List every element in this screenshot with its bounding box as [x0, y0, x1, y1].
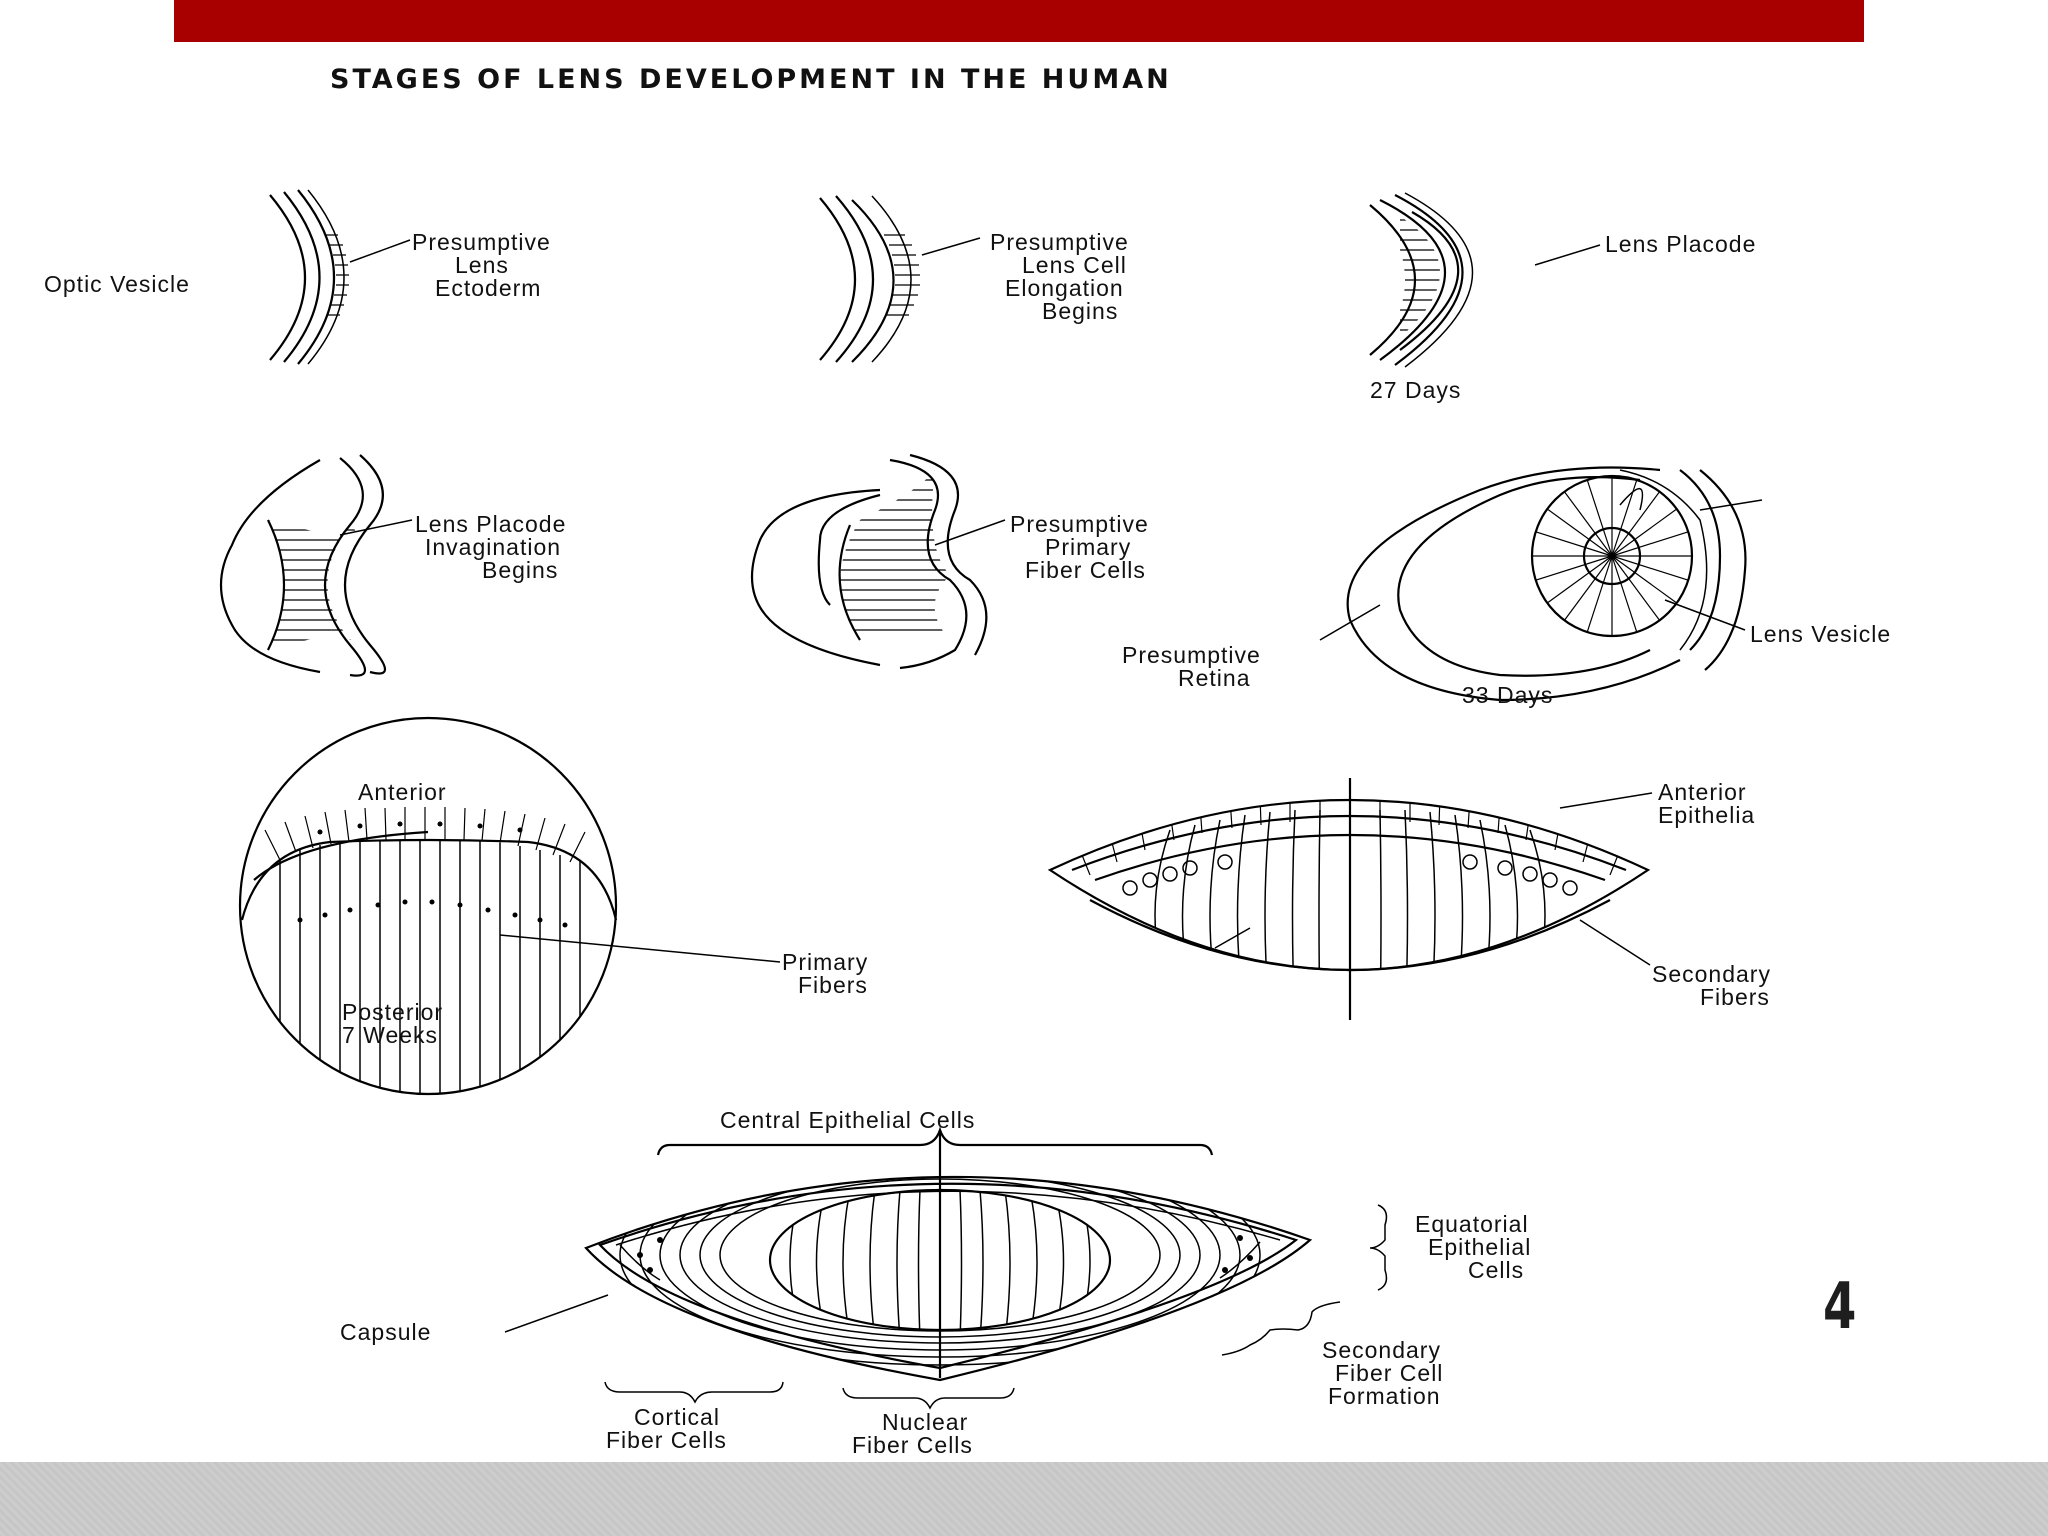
label-optic-vesicle: Optic Vesicle — [44, 271, 190, 297]
label-lens-placode: Lens Placode — [1605, 231, 1756, 257]
label-primary-line2: Fibers — [798, 972, 868, 998]
label-s5-line2: Primary — [1045, 534, 1131, 560]
label-s1-line1: Presumptive — [412, 229, 551, 255]
label-s4-line1: Lens Placode — [415, 511, 566, 537]
diagram-title: STAGES OF LENS DEVELOPMENT IN THE HUMAN — [330, 64, 1172, 95]
label-s1-line3: Ectoderm — [435, 275, 541, 301]
label-equatorial-line3: Cells — [1468, 1257, 1524, 1283]
stage-optic-vesicle — [269, 189, 411, 365]
accent-bar — [174, 0, 1864, 42]
label-27-days: 27 Days — [1370, 377, 1461, 403]
label-33-days: 33 Days — [1462, 682, 1553, 708]
label-cortical-line1: Cortical — [634, 1404, 720, 1430]
label-7-weeks: 7 Weeks — [342, 1022, 438, 1048]
label-secondary-fcf-line3: Formation — [1328, 1383, 1441, 1409]
label-equatorial-line1: Equatorial — [1415, 1211, 1529, 1237]
label-s5-line1: Presumptive — [1010, 511, 1149, 537]
stage-primary-fiber-cells — [750, 453, 1006, 670]
label-anterior-epithelia-line2: Epithelia — [1658, 802, 1755, 828]
label-central-epithelial: Central Epithelial Cells — [720, 1107, 975, 1133]
label-s5-line3: Fiber Cells — [1025, 557, 1146, 583]
label-retina-line1: Presumptive — [1122, 642, 1261, 668]
page-number: 4 — [1823, 1270, 1857, 1344]
stage-invagination — [219, 454, 413, 677]
label-secondary-fibers-line2: Fibers — [1700, 984, 1770, 1010]
stage-lens-vesicle — [1319, 466, 1763, 702]
label-capsule: Capsule — [340, 1319, 431, 1345]
label-nuclear-line2: Fiber Cells — [852, 1432, 973, 1458]
label-secondary-fcf-line1: Secondary — [1322, 1337, 1441, 1363]
stage-mature-lens — [504, 1126, 1388, 1410]
label-anterior-epithelia-line1: Anterior — [1658, 779, 1747, 805]
label-nuclear-line1: Nuclear — [882, 1409, 968, 1435]
label-lens-vesicle: Lens Vesicle — [1750, 621, 1891, 647]
label-s2-line4: Begins — [1042, 298, 1118, 324]
label-equatorial-line2: Epithelial — [1428, 1234, 1531, 1260]
stage-cell-elongation — [819, 195, 981, 363]
footer-bar — [0, 1462, 2048, 1536]
stage-lens-placode — [1369, 192, 1601, 368]
label-primary-line1: Primary — [782, 949, 868, 975]
label-s2-line3: Elongation — [1005, 275, 1124, 301]
label-posterior: Posterior — [342, 999, 443, 1025]
label-s4-line2: Invagination — [425, 534, 561, 560]
label-s1-line2: Lens — [455, 252, 509, 278]
label-anterior: Anterior — [358, 779, 447, 805]
label-secondary-fcf-line2: Fiber Cell — [1335, 1360, 1443, 1386]
label-retina-line2: Retina — [1178, 665, 1250, 691]
label-secondary-fibers-line1: Secondary — [1652, 961, 1771, 987]
label-cortical-line2: Fiber Cells — [606, 1427, 727, 1453]
label-s2-line1: Presumptive — [990, 229, 1129, 255]
label-s4-line3: Begins — [482, 557, 558, 583]
label-s2-line2: Lens Cell — [1022, 252, 1127, 278]
stage-7-weeks-lens — [238, 716, 781, 1096]
stage-secondary-fibers-lens — [1047, 778, 1653, 1020]
